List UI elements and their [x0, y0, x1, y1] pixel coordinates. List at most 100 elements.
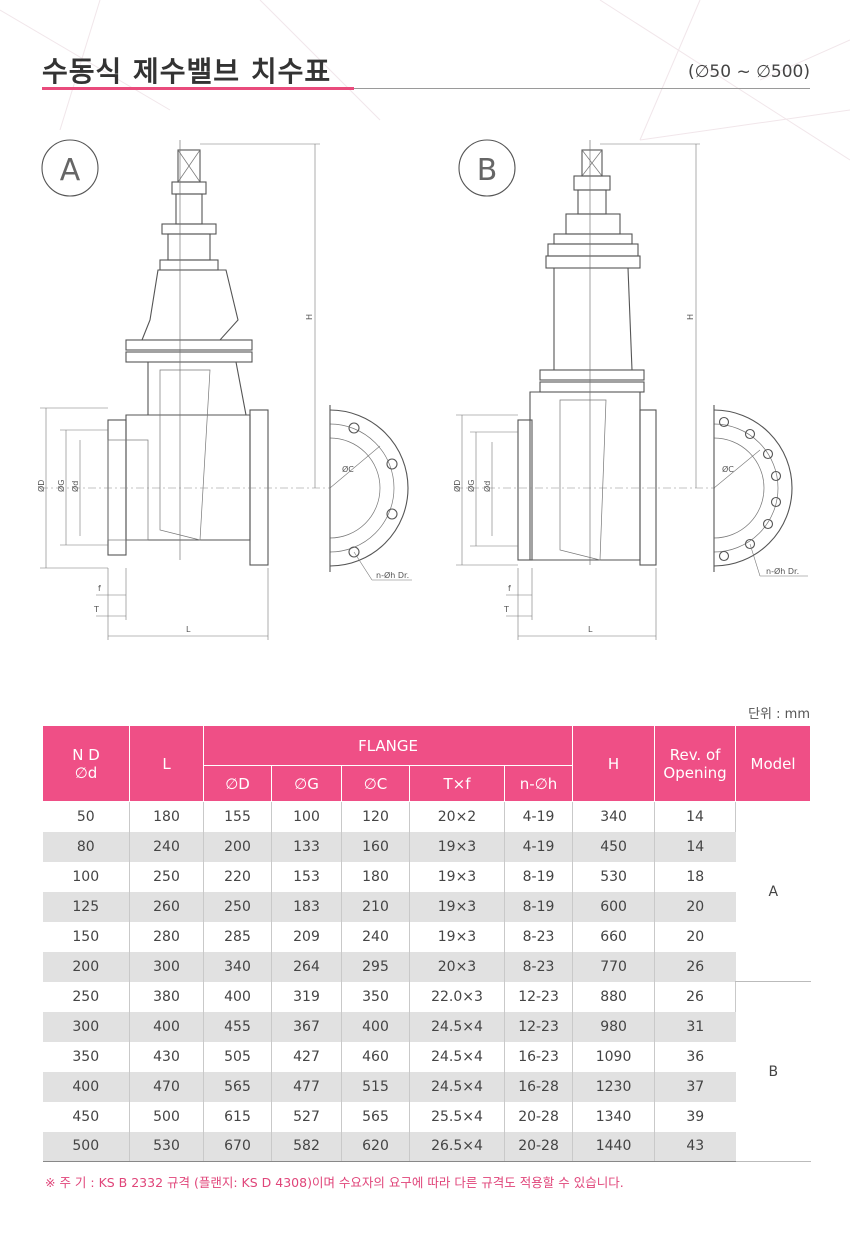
table-cell: 470	[129, 1071, 204, 1102]
table-cell: 100	[271, 801, 342, 832]
table-cell: 980	[572, 1011, 656, 1042]
table-cell: 160	[341, 831, 410, 862]
table-cell: 565	[203, 1071, 272, 1102]
table-cell: 530	[572, 861, 656, 892]
table-cell: 20×3	[409, 951, 505, 982]
dim-h-a: H	[305, 314, 314, 320]
table-cell: 530	[129, 1131, 204, 1162]
table-cell: 515	[341, 1071, 410, 1102]
table-cell: 26	[654, 951, 736, 982]
footnote: ※ 주 기 : KS B 2332 규격 (플랜지: KS D 4308)이며 …	[45, 1175, 624, 1190]
table-cell: 400	[42, 1071, 130, 1102]
table-cell: 8-23	[504, 921, 574, 952]
model-a-drawing: A H ØD ØG	[36, 139, 412, 640]
title-underline	[42, 87, 354, 90]
dim-og-b: ØG	[466, 480, 476, 493]
model-a-badge	[41, 139, 99, 197]
table-cell: 280	[129, 921, 204, 952]
header-txf: T×f	[409, 765, 505, 802]
table-cell: 670	[203, 1131, 272, 1162]
table-cell: 133	[271, 831, 342, 862]
table-cell: 770	[572, 951, 656, 982]
table-cell: 18	[686, 868, 705, 885]
table-cell: 125	[42, 891, 130, 922]
table-cell: 20-28	[504, 1101, 574, 1132]
table-cell: 319	[271, 981, 342, 1012]
table-cell: 4-19	[504, 831, 574, 862]
header-h: H	[572, 725, 656, 802]
table-cell: 340	[572, 801, 656, 832]
table-cell: 460	[341, 1041, 410, 1072]
header-nd: N D ∅d	[42, 725, 130, 802]
model-cell: B	[735, 981, 811, 1162]
table-cell: 20×2	[409, 801, 505, 832]
model-b-drawing: B H ØD ØG Ød	[452, 139, 808, 640]
header-opening-label: Opening	[663, 763, 727, 782]
table-cell: 430	[129, 1041, 204, 1072]
table-cell: 36	[686, 1048, 705, 1065]
table-cell: 600	[572, 891, 656, 922]
table-cell: 43	[654, 1131, 736, 1162]
header-rev-label: Rev. of	[669, 745, 721, 764]
table-cell: 20-28	[504, 1131, 574, 1162]
table-cell: 16-23	[504, 1041, 574, 1072]
table-cell: 24.5×4	[409, 1041, 505, 1072]
table-cell: 100	[42, 861, 130, 892]
table-cell: 16-28	[504, 1071, 574, 1102]
dim-f-b: f	[508, 584, 511, 593]
header-divider	[42, 88, 810, 89]
header-model: Model	[735, 725, 812, 802]
table-cell: 8-19	[504, 861, 574, 892]
table-cell: 660	[572, 921, 656, 952]
table-cell: 25.5×4	[409, 1101, 505, 1132]
table-cell: 615	[203, 1101, 272, 1132]
table-cell: 14	[654, 831, 736, 862]
table-cell: 120	[341, 801, 410, 832]
table-cell: 180	[341, 861, 410, 892]
table-cell: 1090	[572, 1041, 656, 1072]
table-cell: 4-19	[504, 801, 574, 832]
table-cell: 500	[42, 1131, 130, 1162]
table-cell: 200	[42, 951, 130, 982]
table-cell: 477	[271, 1071, 342, 1102]
unit-label: 단위 : mm	[748, 707, 810, 722]
table-cell: 26	[654, 981, 737, 1012]
table-cell: 1340	[572, 1101, 656, 1132]
table-cell: 80	[42, 831, 130, 862]
table-cell: 367	[271, 1011, 342, 1042]
model-cell: A	[735, 801, 811, 982]
table-cell: 37	[654, 1071, 736, 1102]
table-cell: 50	[42, 801, 130, 832]
table-cell: 20	[654, 891, 736, 922]
table-cell: 350	[341, 981, 410, 1012]
dim-odd-b: Ød	[482, 481, 492, 492]
size-range: (∅50 ~ ∅500)	[687, 62, 810, 82]
table-cell: 450	[42, 1101, 130, 1132]
page-header: 수동식 제수밸브 치수표 (∅50 ~ ∅500)	[42, 50, 810, 92]
table-cell: 1440	[572, 1131, 656, 1162]
table-cell: 455	[203, 1011, 272, 1042]
dim-oc-a: ØC	[342, 464, 354, 474]
table-cell: 450	[572, 831, 656, 862]
table-cell: 19×3	[409, 891, 505, 922]
page-title: 수동식 제수밸브 치수표	[42, 55, 332, 88]
table-cell: 380	[129, 981, 204, 1012]
model-b-badge	[458, 139, 516, 197]
table-cell: 183	[271, 891, 342, 922]
table-cell: 400	[203, 981, 272, 1012]
header-flange: FLANGE	[202, 725, 574, 766]
table-cell: 295	[341, 951, 410, 982]
table-cell: 155	[203, 801, 272, 832]
dim-og-a: ØG	[56, 480, 66, 493]
